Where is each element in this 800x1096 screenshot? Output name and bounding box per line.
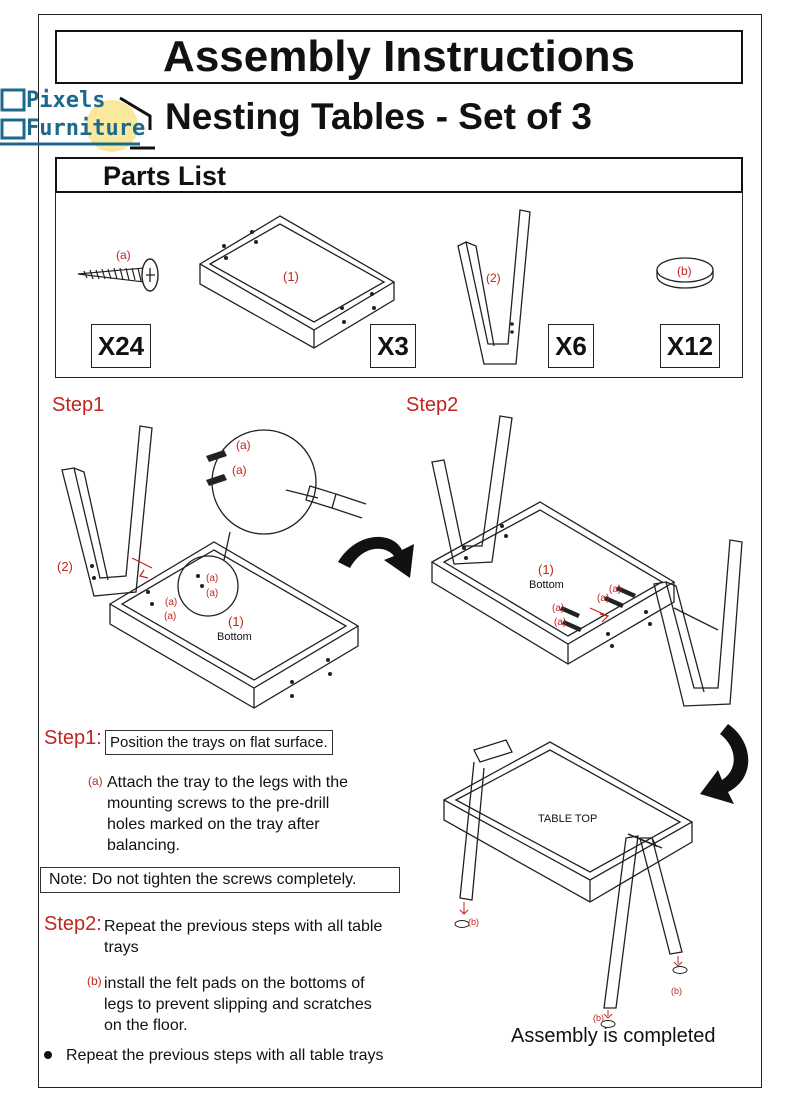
parts-list-header: Parts List (55, 157, 743, 193)
title-box: Assembly Instructions (55, 30, 743, 84)
a-text-line-1: Attach the tray to the legs with the (107, 774, 349, 791)
step1-heading: Step1 (52, 394, 105, 416)
step2-diagram (430, 415, 743, 707)
step1-zoom-screw-label-2: (a) (232, 463, 247, 477)
note-box: Note: Do not tighten the screws complete… (40, 867, 400, 893)
bullet-dot (44, 1051, 52, 1059)
b-text: install the felt pads on the bottoms of … (104, 973, 372, 1036)
screw-icon (77, 258, 159, 292)
pad-label-2: (b) (671, 986, 682, 996)
step2-screw-label-3: (a) (552, 603, 565, 614)
logo-line-2: Furniture (26, 116, 146, 141)
leg-icon (457, 209, 531, 365)
tray-label: (1) (283, 269, 299, 284)
curved-arrow-down-icon (700, 724, 749, 804)
a-marker: (a) (88, 774, 103, 788)
step2-text-line-1: Repeat the previous steps with all table (104, 918, 383, 935)
tray-qty: X3 (370, 324, 416, 368)
parts-list-title: Parts List (103, 161, 227, 191)
step1-diagram (61, 425, 367, 709)
felt-pad-qty: X12 (660, 324, 720, 368)
leg-qty: X6 (548, 324, 594, 368)
step1-bottom-label: Bottom (217, 631, 252, 643)
logo-line-1: Pixels (26, 88, 106, 113)
step2-text-line-2: trays (104, 939, 139, 956)
pad-label-3: (b) (593, 1013, 604, 1023)
step1-leg-label: (2) (57, 559, 73, 574)
a-text-line-4: balancing. (107, 837, 180, 854)
felt-pad-label: (b) (677, 264, 692, 278)
step2-tray-label: (1) (538, 562, 554, 577)
step1-text: Position the trays on flat surface. (105, 730, 333, 755)
table-top-label: TABLE TOP (538, 813, 598, 825)
curved-arrow-right-icon (338, 536, 414, 578)
screw-qty: X24 (91, 324, 151, 368)
b-text-line-2: legs to prevent slipping and scratches (104, 996, 372, 1013)
step2-screw-label-2: (a) (597, 593, 610, 604)
step1-screw-label-4: (a) (206, 588, 219, 599)
step2-screw-label-4: (a) (554, 617, 567, 628)
step1-zoom-screw-label-1: (a) (236, 438, 251, 452)
a-text: Attach the tray to the legs with the mou… (107, 772, 348, 856)
page-border (38, 14, 762, 1088)
step2-heading: Step2 (406, 394, 459, 416)
b-text-line-3: on the floor. (104, 1017, 188, 1034)
step2-bottom-label: Bottom (529, 579, 564, 591)
step1-screw-label-6: (a) (164, 611, 177, 622)
parts-list-panel (55, 192, 743, 378)
b-marker: (b) (87, 974, 102, 988)
b-text-line-1: install the felt pads on the bottoms of (104, 975, 365, 992)
step1-tray-label: (1) (228, 614, 244, 629)
completed-table-diagram (442, 739, 694, 1028)
assembly-completed-text: Assembly is completed (511, 1025, 716, 1047)
felt-pad-icon (656, 257, 714, 289)
pad-label-1: (b) (468, 917, 479, 927)
page-title: Assembly Instructions (163, 32, 635, 81)
step1-label: Step1: (44, 727, 102, 749)
screw-label: (a) (116, 248, 131, 262)
tray-icon (198, 215, 396, 349)
step1-screw-label-3: (a) (206, 573, 219, 584)
step2-text: Repeat the previous steps with all table… (104, 916, 382, 958)
step2-screw-label-1: (a) (609, 584, 622, 595)
a-text-line-2: mounting screws to the pre-drill (107, 795, 330, 812)
step1-screw-label-5: (a) (165, 597, 178, 608)
step2-label: Step2: (44, 913, 102, 935)
brand-logo: Pixels Furniture (0, 86, 160, 152)
bullet-text: Repeat the previous steps with all table… (66, 1047, 384, 1064)
logo-graphic (0, 88, 155, 152)
leg-label: (2) (486, 271, 501, 285)
a-text-line-3: holes marked on the tray after (107, 816, 320, 833)
page-subtitle: Nesting Tables - Set of 3 (165, 96, 592, 137)
